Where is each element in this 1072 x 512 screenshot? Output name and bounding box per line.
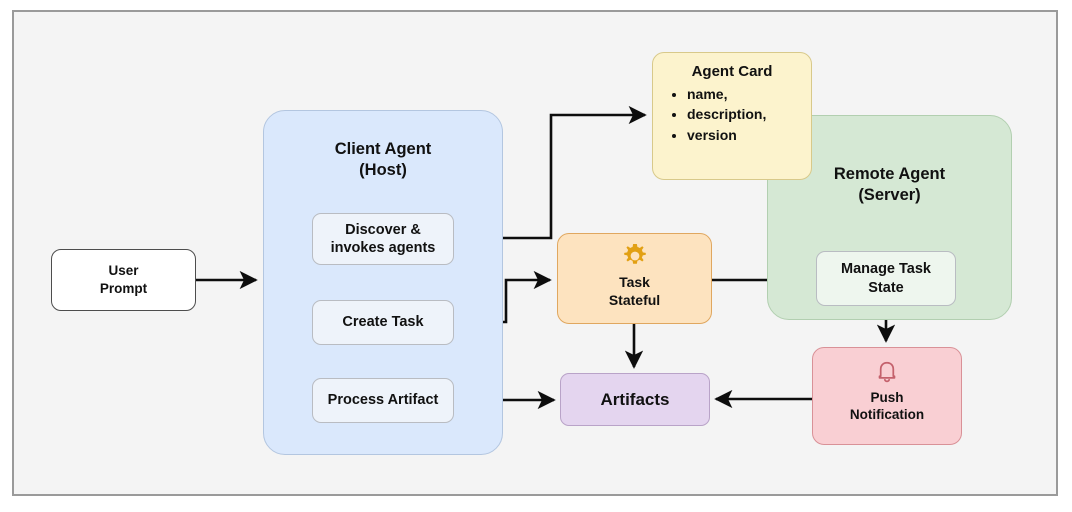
gear-icon [620, 242, 650, 272]
artifacts-node[interactable]: Artifacts [560, 373, 710, 426]
client-agent-title: Client Agent (Host) [334, 140, 432, 180]
manage-task-state-node[interactable]: Manage Task State [816, 251, 956, 306]
remote-agent-title: Remote Agent (Server) [833, 165, 946, 205]
agent-card-bullet-list: name, description, version [653, 84, 766, 145]
process-artifact-node[interactable]: Process Artifact [312, 378, 454, 423]
discover-and-invokes-agents-node[interactable]: Discover & invokes agents [312, 213, 454, 265]
push-notification-label: Push Notification [849, 390, 925, 422]
task-stateful-label: Task Stateful [608, 274, 661, 308]
agent-card-title: Agent Card [691, 63, 773, 80]
agent-card-bullet: version [687, 125, 766, 145]
push-notification-node[interactable]: Push Notification [812, 347, 962, 445]
bell-icon [873, 359, 901, 387]
user-prompt-node[interactable]: User Prompt [51, 249, 196, 311]
create-task-node[interactable]: Create Task [312, 300, 454, 345]
task-stateful-node[interactable]: Task Stateful [557, 233, 712, 324]
agent-card-bullet: description, [687, 104, 766, 124]
agent-card-node[interactable]: Agent Card name, description, version [652, 52, 812, 180]
agent-card-bullet: name, [687, 84, 766, 104]
